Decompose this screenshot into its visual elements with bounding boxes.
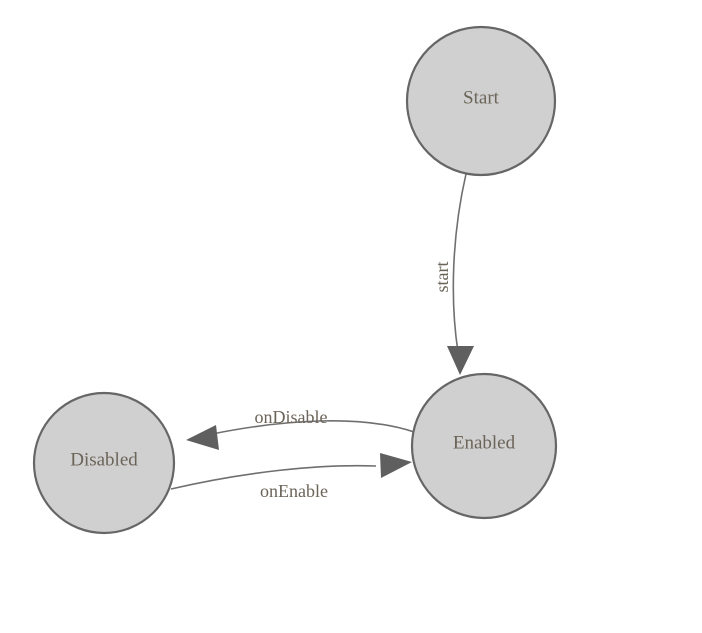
edge-enabled-to-disabled[interactable]: onDisable <box>186 407 415 450</box>
state-node-start[interactable]: Start <box>405 25 557 177</box>
edge-enabled-to-disabled-path <box>211 420 415 435</box>
edge-start-to-enabled[interactable]: start <box>432 173 474 375</box>
edge-disabled-to-enabled-path <box>170 464 377 490</box>
state-node-disabled-label: Disabled <box>70 449 138 470</box>
state-node-enabled-label: Enabled <box>453 432 516 453</box>
state-node-start-circle <box>405 25 557 177</box>
edge-disabled-to-enabled[interactable]: onEnable <box>170 453 412 501</box>
edge-enabled-to-disabled-label: onDisable <box>255 407 328 427</box>
state-node-enabled[interactable]: Enabled <box>410 372 558 520</box>
edge-start-to-enabled-label: start <box>432 262 452 293</box>
edge-disabled-to-enabled-label: onEnable <box>260 481 328 501</box>
edge-start-to-enabled-arrowhead <box>447 346 474 375</box>
state-node-start-label: Start <box>463 87 500 108</box>
state-node-enabled-circle <box>410 372 558 520</box>
edge-disabled-to-enabled-arrowhead <box>380 453 412 478</box>
state-node-disabled[interactable]: Disabled <box>32 391 176 535</box>
edge-start-to-enabled-path <box>452 173 467 353</box>
edge-enabled-to-disabled-arrowhead <box>186 425 219 450</box>
state-node-disabled-circle <box>32 391 176 535</box>
